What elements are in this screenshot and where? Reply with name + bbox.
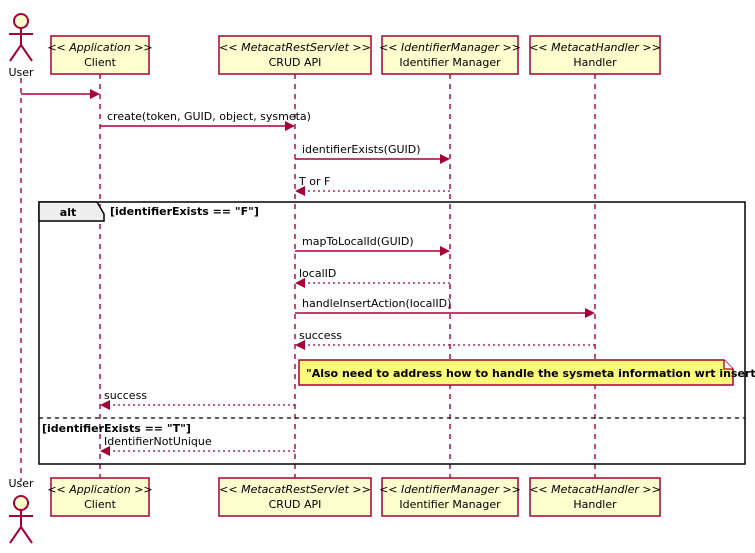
message-label-m7: handleInsertAction(localID) xyxy=(302,297,451,310)
participant-stereotype-handler-top: << MetacatHandler >> xyxy=(529,41,661,54)
alt-fragment-guard-0: [identifierExists == "F"] xyxy=(110,205,259,218)
message-arrowhead-m8 xyxy=(295,340,305,350)
lifelines-group xyxy=(20,74,596,481)
message-m10[interactable]: IdentifierNotUnique xyxy=(100,435,295,456)
participant-name-identifier-manager-top: Identifier Manager xyxy=(399,56,501,69)
alt-fragment-guard-1: [identifierExists == "T"] xyxy=(42,422,191,435)
participant-name-client-top: Client xyxy=(84,56,117,69)
actor-head-icon-bottom xyxy=(13,495,29,511)
message-m4[interactable]: T or F xyxy=(295,175,450,196)
participant-box-identifier-manager-top xyxy=(381,35,519,75)
participant-name-crud-api-bottom: CRUD API xyxy=(269,498,322,511)
message-arrowhead-m2 xyxy=(285,121,295,131)
participant-box-handler-top xyxy=(529,35,661,75)
participant-name-handler-bottom: Handler xyxy=(573,498,617,511)
note-body xyxy=(298,359,734,386)
actor-leg-left-bottom xyxy=(9,526,22,544)
participant-stereotype-identifier-manager-bottom: << IdentifierManager >> xyxy=(379,483,521,496)
participant-box-crud-api-bottom xyxy=(218,477,372,517)
participant-name-crud-api-top: CRUD API xyxy=(269,56,322,69)
message-m5[interactable]: mapToLocalId(GUID) xyxy=(295,235,450,256)
participant-stereotype-identifier-manager-top: << IdentifierManager >> xyxy=(379,41,521,54)
message-label-m3: identifierExists(GUID) xyxy=(302,143,421,156)
actor-user-bottom[interactable]: User xyxy=(8,477,34,544)
participant-stereotype-client-bottom: << Application >> xyxy=(47,483,152,496)
participant-boxes-bottom: << Application >> Client << MetacatRestSer… xyxy=(47,477,661,517)
message-m8[interactable]: success xyxy=(295,329,595,350)
participant-handler-bottom[interactable]: << MetacatHandler >> Handler xyxy=(529,477,661,517)
actor-label-top: User xyxy=(8,66,34,79)
note-sysmeta: "Also need to address how to handle the … xyxy=(298,359,755,386)
participant-box-client-top xyxy=(50,35,150,75)
participant-identifier-manager-top[interactable]: << IdentifierManager >> Identifier Manage… xyxy=(379,35,521,75)
participant-identifier-manager-bottom[interactable]: << IdentifierManager >> Identifier Manage… xyxy=(379,477,521,517)
alt-fragment-border xyxy=(38,201,746,465)
message-m6[interactable]: localID xyxy=(295,267,450,288)
message-arrowhead-m10 xyxy=(100,446,110,456)
alt-fragment-tab xyxy=(38,201,105,222)
participant-boxes-top: << Application >> Client << MetacatRestSer… xyxy=(47,35,661,75)
message-arrowhead-m9 xyxy=(100,400,110,410)
message-label-m4: T or F xyxy=(298,175,330,188)
message-arrowhead-m1 xyxy=(90,89,100,99)
message-label-m5: mapToLocalId(GUID) xyxy=(302,235,414,248)
participant-client-top[interactable]: << Application >> Client xyxy=(47,35,153,75)
message-m3[interactable]: identifierExists(GUID) xyxy=(295,143,450,164)
actor-user-top[interactable]: User xyxy=(8,13,34,79)
message-label-m9: success xyxy=(104,389,147,402)
participant-name-handler-top: Handler xyxy=(573,56,617,69)
actor-leg-right-bottom xyxy=(20,526,33,544)
participant-box-identifier-manager-bottom xyxy=(381,477,519,517)
message-arrowhead-m3 xyxy=(440,154,450,164)
message-m2[interactable]: create(token, GUID, object, sysmeta) xyxy=(100,110,311,131)
participant-stereotype-client-top: << Application >> xyxy=(47,41,152,54)
message-label-m6: localID xyxy=(299,267,336,280)
actor-leg-left-top xyxy=(9,44,22,62)
participant-crud-api-top[interactable]: << MetacatRestServlet >> CRUD API xyxy=(218,35,372,75)
message-m7[interactable]: handleInsertAction(localID) xyxy=(295,297,595,318)
message-label-m8: success xyxy=(299,329,342,342)
participant-crud-api-bottom[interactable]: << MetacatRestServlet >> CRUD API xyxy=(218,477,372,517)
actor-leg-right-top xyxy=(20,44,33,62)
alt-fragment-operator-label: alt xyxy=(60,206,76,219)
participant-client-bottom[interactable]: << Application >> Client xyxy=(47,477,153,517)
participant-name-identifier-manager-bottom: Identifier Manager xyxy=(399,498,501,511)
note-fold-corner xyxy=(723,360,733,370)
participant-box-client-bottom xyxy=(50,477,150,517)
note-text: "Also need to address how to handle the … xyxy=(306,367,755,380)
message-arrowhead-m6 xyxy=(295,278,305,288)
participant-handler-top[interactable]: << MetacatHandler >> Handler xyxy=(529,35,661,75)
participant-name-client-bottom: Client xyxy=(84,498,117,511)
message-label-m10: IdentifierNotUnique xyxy=(104,435,212,448)
participant-stereotype-crud-api-top: << MetacatRestServlet >> xyxy=(219,41,371,54)
actor-label-bottom: User xyxy=(8,477,34,490)
message-arrowhead-m5 xyxy=(440,246,450,256)
participant-stereotype-handler-bottom: << MetacatHandler >> xyxy=(529,483,661,496)
actor-head-icon-top xyxy=(13,13,29,29)
messages-group: create(token, GUID, object, sysmeta) iden… xyxy=(21,89,595,456)
participant-stereotype-crud-api-bottom: << MetacatRestServlet >> xyxy=(219,483,371,496)
alt-fragment: alt [identifierExists == "F"] [identifierE… xyxy=(38,201,746,465)
message-label-m2: create(token, GUID, object, sysmeta) xyxy=(107,110,311,123)
participant-box-handler-bottom xyxy=(529,477,661,517)
message-arrowhead-m4 xyxy=(295,186,305,196)
message-m1[interactable] xyxy=(21,89,100,99)
message-arrowhead-m7 xyxy=(585,308,595,318)
participant-box-crud-api-top xyxy=(218,35,372,75)
message-m9[interactable]: success xyxy=(100,389,295,410)
